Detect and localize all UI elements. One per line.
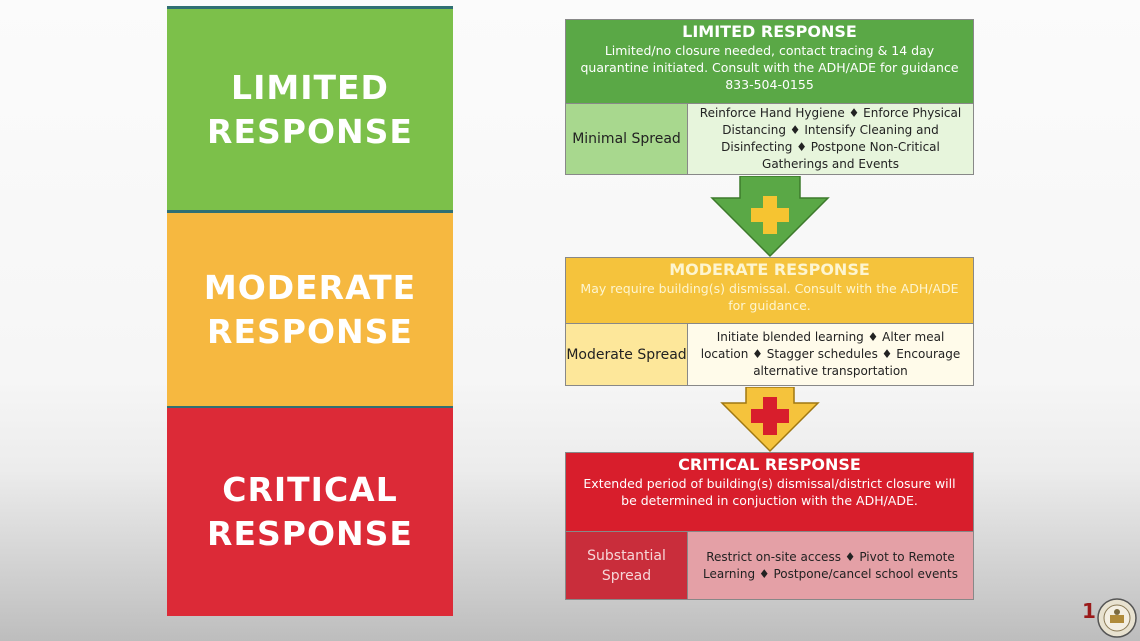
limited-response-panel: LIMITED RESPONSE Limited/no closure need… bbox=[565, 19, 974, 175]
green-arrow-icon bbox=[710, 176, 830, 258]
panel-header: LIMITED RESPONSE Limited/no closure need… bbox=[565, 19, 974, 104]
panel-description: Extended period of building(s) dismissal… bbox=[583, 476, 956, 508]
actions-cell: Restrict on-site access ♦ Pivot to Remot… bbox=[688, 532, 974, 600]
block-label-line2: RESPONSE bbox=[207, 514, 413, 553]
block-label-line1: LIMITED bbox=[231, 68, 389, 107]
actions-cell: Initiate blended learning ♦ Alter meal l… bbox=[688, 324, 974, 386]
panel-description: Limited/no closure needed, contact traci… bbox=[580, 43, 959, 92]
panel-header: CRITICAL RESPONSE Extended period of bui… bbox=[565, 452, 974, 532]
moderate-response-block: MODERATE RESPONSE bbox=[167, 210, 453, 407]
limited-response-block: LIMITED RESPONSE bbox=[167, 6, 453, 211]
yellow-arrow-icon bbox=[720, 387, 820, 453]
block-label-line1: CRITICAL bbox=[222, 470, 398, 509]
spread-level-cell: Substantial Spread bbox=[565, 532, 688, 600]
block-label-line2: RESPONSE bbox=[207, 112, 413, 151]
page-number: 1 bbox=[1082, 599, 1096, 623]
limited-response-label: LIMITED RESPONSE bbox=[207, 66, 413, 154]
spread-level-cell: Moderate Spread bbox=[565, 324, 688, 386]
panel-row: Moderate Spread Initiate blended learnin… bbox=[565, 324, 974, 386]
block-label-line2: RESPONSE bbox=[207, 312, 413, 351]
red-cross-icon bbox=[751, 397, 789, 435]
plus-icon bbox=[751, 196, 789, 234]
panel-row: Substantial Spread Restrict on-site acce… bbox=[565, 532, 974, 600]
critical-response-block: CRITICAL RESPONSE bbox=[167, 406, 453, 616]
panel-row: Minimal Spread Reinforce Hand Hygiene ♦ … bbox=[565, 104, 974, 175]
block-label-line1: MODERATE bbox=[203, 268, 417, 307]
state-seal-icon bbox=[1097, 598, 1137, 638]
panel-description: May require building(s) dismissal. Consu… bbox=[580, 281, 959, 313]
spread-level-cell: Minimal Spread bbox=[565, 104, 688, 175]
panel-header: MODERATE RESPONSE May require building(s… bbox=[565, 257, 974, 324]
critical-response-label: CRITICAL RESPONSE bbox=[207, 468, 413, 556]
moderate-response-label: MODERATE RESPONSE bbox=[204, 266, 416, 354]
moderate-response-panel: MODERATE RESPONSE May require building(s… bbox=[565, 257, 974, 386]
panel-title: CRITICAL RESPONSE bbox=[678, 455, 861, 474]
panel-title: LIMITED RESPONSE bbox=[682, 22, 857, 41]
actions-cell: Reinforce Hand Hygiene ♦ Enforce Physica… bbox=[688, 104, 974, 175]
critical-response-panel: CRITICAL RESPONSE Extended period of bui… bbox=[565, 452, 974, 600]
panel-title: MODERATE RESPONSE bbox=[669, 260, 870, 279]
